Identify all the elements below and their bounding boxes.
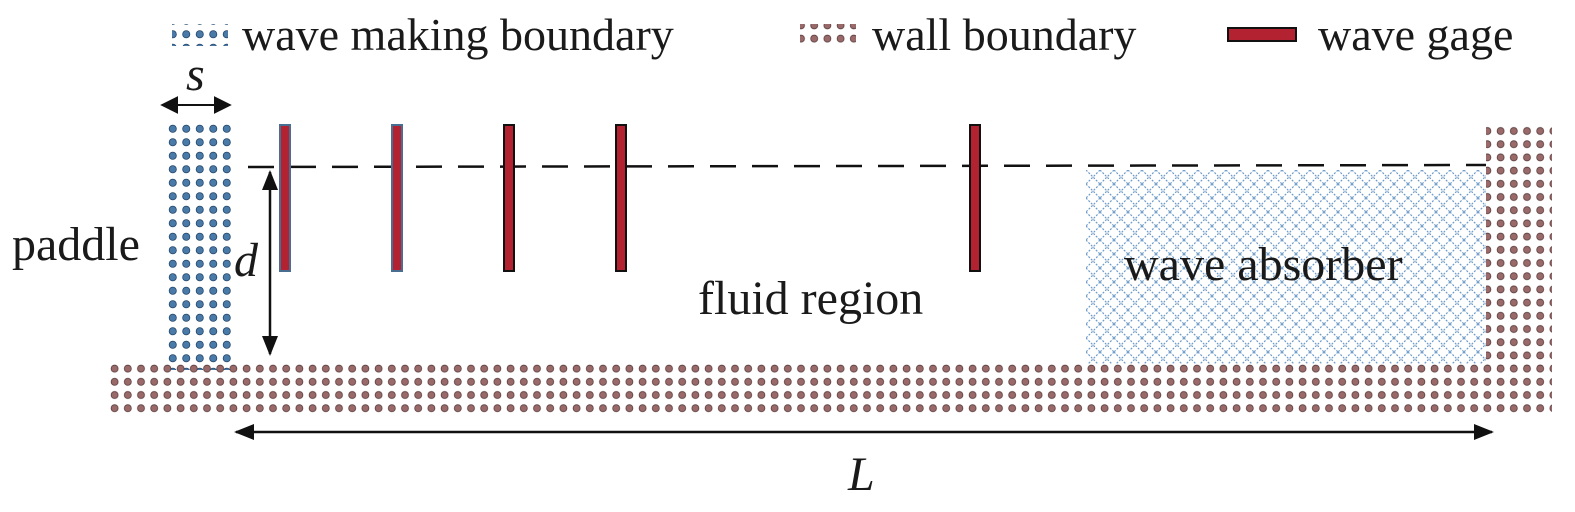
bottom-wall-boundary <box>108 362 1552 416</box>
tank-length-label: L <box>847 448 875 501</box>
wave-gage-1 <box>279 124 291 272</box>
legend-label-gage: wave gage <box>1318 9 1513 60</box>
wave-gage-5 <box>969 124 981 272</box>
paddle-boundary <box>166 122 232 370</box>
legend-label-wave-making: wave making boundary <box>242 9 674 60</box>
still-water-level <box>247 163 1487 169</box>
paddle-width-label: s <box>186 48 205 101</box>
legend-swatch-wall <box>800 24 856 46</box>
water-depth-label: d <box>234 234 259 287</box>
legend-label-wall: wall boundary <box>872 9 1136 60</box>
wave-gages <box>279 124 981 272</box>
right-wall-boundary <box>1486 122 1552 366</box>
paddle-label: paddle <box>12 218 140 271</box>
legend-swatch-gage <box>1227 27 1297 42</box>
legend-swatch-wave-making <box>172 24 228 46</box>
wave-gage-4 <box>615 124 627 272</box>
legend: wave making boundary wall boundary wave … <box>172 9 1513 60</box>
wave-absorber-zone <box>1086 170 1486 364</box>
wave-gage-2 <box>391 124 403 272</box>
wave-gage-3 <box>503 124 515 272</box>
fluid-region-label: fluid region <box>698 272 923 325</box>
wave-absorber-label: wave absorber <box>1124 238 1403 291</box>
